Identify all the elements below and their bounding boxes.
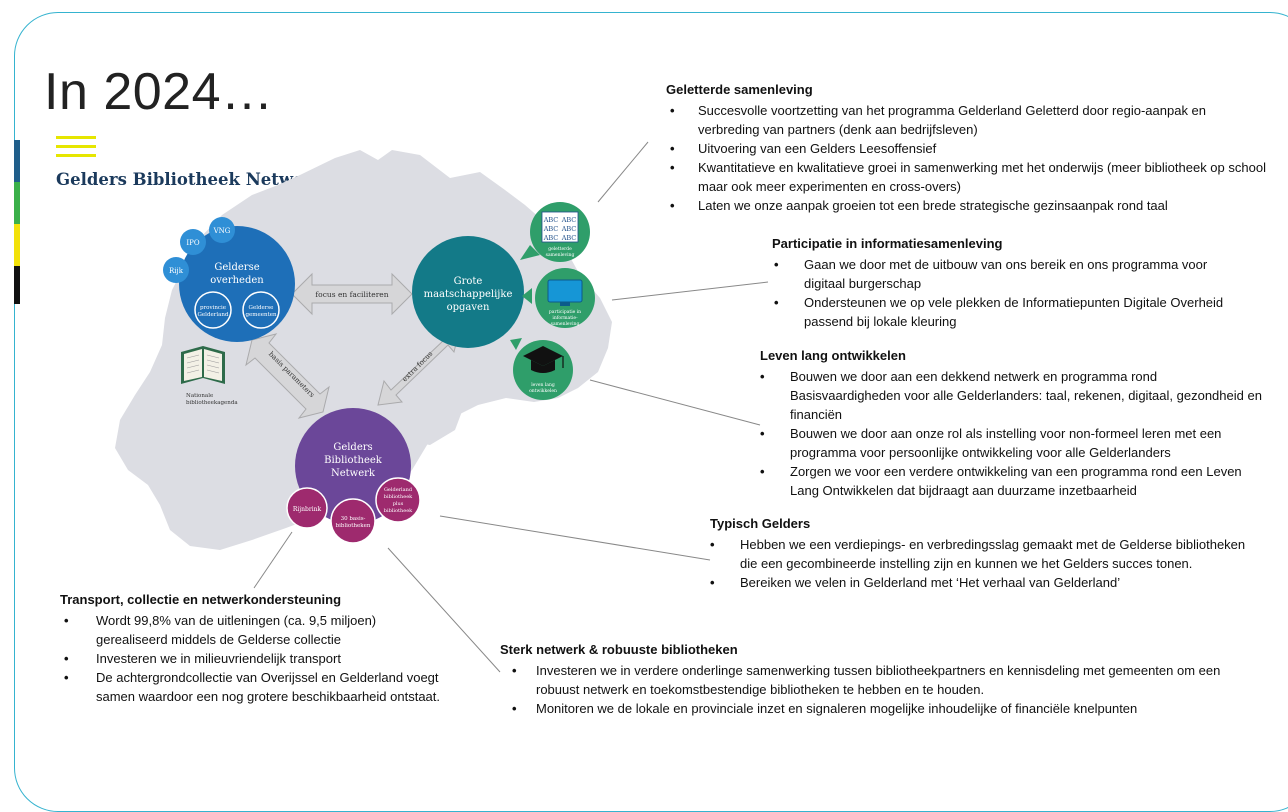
connector-transport (253, 531, 293, 589)
section-sterk: Sterk netwerk & robuuste bibliotheken In… (500, 640, 1240, 718)
section-sterk-heading: Sterk netwerk & robuuste bibliotheken (500, 642, 738, 657)
abc-label-3: ABC (543, 225, 559, 233)
netwerk-label-1: Gelders (333, 442, 372, 453)
leven-pointer (510, 338, 522, 350)
list-item: Wordt 99,8% van de uitleningen (ca. 9,5 … (60, 611, 440, 649)
provincie-label-2: Gelderland (198, 312, 229, 318)
arrow-focus (291, 272, 413, 316)
abc-label-4: ABC (561, 225, 577, 233)
list-item: Hebben we een verdiepings- en verbreding… (710, 535, 1260, 573)
section-geletterd-heading: Geletterde samenleving (666, 82, 813, 97)
provincie-circle (194, 291, 232, 329)
logo-text: Gelders Bibliotheek Netwerk (56, 170, 324, 189)
rijnbrink-circle (286, 487, 328, 529)
section-typisch-heading: Typisch Gelders (710, 516, 811, 531)
participatie-pointer (522, 288, 532, 304)
list-item: Ondersteunen we op vele plekken de Infor… (772, 293, 1252, 331)
gemeenten-circle (242, 291, 280, 329)
opgaven-label-2: maatschappelijke (424, 289, 513, 300)
color-bar-black (14, 266, 20, 304)
opgaven-label-1: Grote (454, 276, 483, 287)
list-item: Monitoren we de lokale en provinciale in… (500, 699, 1240, 718)
list-item: Uitvoering van een Gelders Leesoffensief (666, 139, 1266, 158)
slide: In 2024… Gelders Bibliotheek Netwerk foc… (0, 0, 1288, 762)
netwerk-label-3: Netwerk (331, 468, 376, 479)
plus-circle (375, 477, 421, 523)
monitor-icon (547, 279, 583, 303)
arrow-focus-label: focus en faciliteren (315, 290, 388, 299)
overheden-label-2: overheden (210, 275, 264, 286)
plus-label-2: bibliotheek (384, 494, 413, 500)
connector-leven (589, 379, 761, 426)
arrow-basis (245, 333, 330, 419)
section-leven-heading: Leven lang ontwikkelen (760, 348, 906, 363)
network-diagram: focus en faciliteren basis parameters ex… (115, 141, 769, 673)
abc-label-5: ABC (543, 234, 559, 242)
section-participatie-heading: Participatie in informatiesamenleving (772, 236, 1003, 251)
section-transport-heading: Transport, collectie en netwerkondersteu… (60, 592, 342, 607)
vng-label: VNG (213, 227, 231, 235)
book-label-2: bibliotheekagenda (186, 400, 238, 406)
list-item: Succesvolle voortzetting van het program… (666, 101, 1266, 139)
section-participatie: Participatie in informatiesamenleving Ga… (772, 234, 1252, 331)
slide-title: In 2024… (44, 63, 274, 121)
basis-label-1: 30 basis- (341, 516, 366, 522)
rijnbrink-label: Rijnbrink (293, 506, 322, 513)
vng-circle (209, 217, 235, 243)
basis-circle (330, 498, 376, 544)
rijk-circle (163, 257, 189, 283)
geletterd-label-1: geletterde (548, 246, 572, 252)
ipo-label: IPO (186, 239, 199, 247)
opgaven-label-3: opgaven (447, 302, 490, 313)
leven-label-1: leven lang (531, 382, 555, 388)
abc-label-6: ABC (561, 234, 577, 242)
list-item: Bereiken we velen in Gelderland met ‘Het… (710, 573, 1260, 592)
list-item: Investeren we in verdere onderlinge same… (500, 661, 1240, 699)
section-transport: Transport, collectie en netwerkondersteu… (60, 590, 440, 706)
connector-participatie (611, 281, 769, 301)
abc-label-2: ABC (561, 216, 577, 224)
provincie-label-1: provincie (200, 305, 226, 311)
connector-typisch (439, 515, 711, 561)
list-item: Zorgen we voor een verdere ontwikkeling … (760, 462, 1268, 500)
logo-lines-icon (56, 136, 96, 163)
participatie-label-2: informatie- (552, 315, 578, 321)
abc-icon (541, 211, 579, 243)
geletterd-label-2: samenleving (546, 252, 575, 258)
section-leven: Leven lang ontwikkelen Bouwen we door aa… (760, 346, 1268, 500)
list-item: Kwantitatieve en kwalitatieve groei in s… (666, 158, 1266, 196)
book-icon (181, 346, 225, 384)
opgaven-circle (412, 236, 524, 348)
geletterd-pointer (520, 245, 540, 260)
section-geletterd: Geletterde samenleving Succesvolle voort… (666, 80, 1266, 215)
color-bar-blue (14, 140, 20, 182)
list-item: Bouwen we door aan een dekkend netwerk e… (760, 367, 1268, 424)
participatie-label-3: samenleving (551, 321, 580, 327)
connector-sterk (387, 547, 501, 673)
plus-label-4: bibliotheek (384, 508, 413, 514)
color-bar-yellow (14, 224, 20, 266)
connector-geletterd (597, 141, 649, 203)
gemeenten-label-1: Gelderse (249, 305, 274, 311)
list-item: Bouwen we door aan onze rol als instelli… (760, 424, 1268, 462)
plus-label-3: plus (393, 501, 404, 507)
list-item: Investeren we in milieuvriendelijk trans… (60, 649, 440, 668)
section-typisch: Typisch Gelders Hebben we een verdieping… (710, 514, 1260, 592)
graduation-cap-icon (523, 346, 564, 373)
overheden-label-1: Gelderse (214, 262, 259, 273)
participatie-label-1: participatie in (549, 309, 581, 315)
abc-label-1: ABC (543, 216, 559, 224)
netwerk-label-2: Bibliotheek (324, 455, 383, 466)
book-label-1: Nationale (186, 393, 213, 399)
color-bar-green (14, 182, 20, 224)
list-item: De achtergrondcollectie van Overijssel e… (60, 668, 440, 706)
list-item: Gaan we door met de uitbouw van ons bere… (772, 255, 1252, 293)
basis-label-2: bibliotheken (336, 523, 371, 529)
ipo-circle (180, 229, 206, 255)
list-item: Laten we onze aanpak groeien tot een bre… (666, 196, 1266, 215)
plus-label-1: Gelderland (384, 487, 413, 493)
gemeenten-label-2: gemeenten (245, 312, 277, 318)
rijk-label: Rijk (169, 267, 184, 275)
leven-label-2: ontwikkelen (529, 388, 557, 394)
